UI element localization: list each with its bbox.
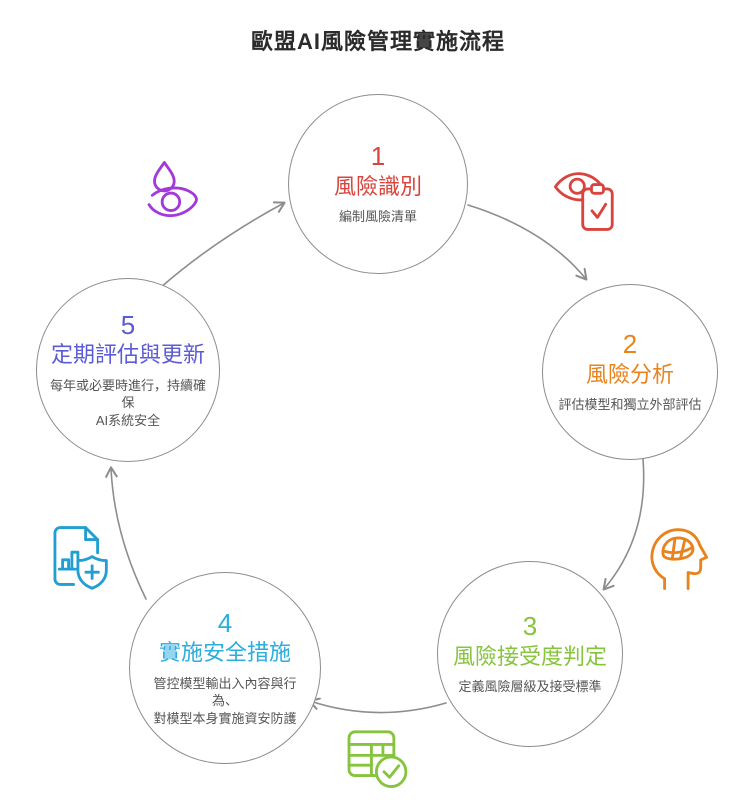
step-2-circle: 2 風險分析 評估模型和獨立外部評估 <box>542 284 718 460</box>
diagram-title: 歐盟AI風險管理實施流程 <box>250 29 505 54</box>
step-subtitle: 管控模型輸出入內容與行為、 對模型本身實施資安防護 <box>153 675 297 726</box>
step-1-circle: 1 風險識別 編制風險清單 <box>288 94 468 274</box>
head-brain-icon <box>646 524 716 594</box>
step-heading: 定期評估與更新 <box>50 342 205 368</box>
step-4-circle: 4 實施安全措施 管控模型輸出入內容與行為、 對模型本身實施資安防護 <box>129 572 321 764</box>
step-subtitle: 每年或必要時進行，持續確保 AI系統安全 <box>49 377 206 428</box>
step-heading: 風險分析 <box>585 361 674 387</box>
step-5-circle: 5 定期評估與更新 每年或必要時進行，持續確保 AI系統安全 <box>36 278 220 462</box>
step-subtitle: 編制風險清單 <box>338 209 417 225</box>
step-number: 4 <box>217 607 233 638</box>
step-3-circle: 3 風險接受度判定 定義風險層級及接受標準 <box>437 561 623 747</box>
step-subtitle: 評估模型和獨立外部評估 <box>558 397 702 413</box>
step-number: 1 <box>370 141 386 172</box>
step-number: 5 <box>120 309 136 340</box>
step-heading: 風險識別 <box>333 173 422 199</box>
step-number: 2 <box>622 329 638 360</box>
eye-clipboard-check-icon <box>551 166 621 236</box>
arrow-2-to-3 <box>602 458 645 591</box>
document-shield-plus-icon <box>44 521 114 591</box>
arrow-3-to-4 <box>308 697 447 714</box>
eye-droplet-icon <box>137 157 207 227</box>
step-heading: 風險接受度判定 <box>452 643 607 669</box>
step-heading: 實施安全措施 <box>158 640 291 666</box>
step-number: 3 <box>522 611 538 642</box>
step-subtitle: 定義風險層級及接受標準 <box>458 679 602 695</box>
arrow-4-to-5 <box>105 466 147 600</box>
table-check-icon <box>343 722 413 792</box>
